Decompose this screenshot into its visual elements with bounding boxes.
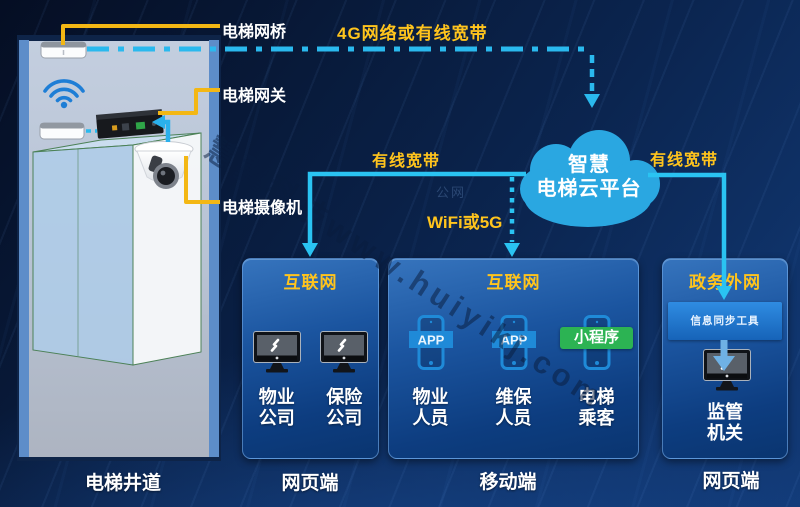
wired-right-label: 有线宽带 [650,152,719,169]
item-label: 物业公司 [258,387,295,428]
camera-label: 电梯摄像机 [222,200,303,217]
bridge-callout-line [61,24,220,45]
panel-title: 政务外网 [689,273,761,292]
web-caption-left: 网页端 [281,473,339,494]
item-label: 维保人员 [495,387,532,428]
item-insurance-company: 保险公司 [320,311,369,429]
item-label: 电梯乘客 [578,387,615,428]
item-maintenance-staff: APP 维保人员 [491,311,536,429]
panel-title: 互联网 [283,273,338,292]
panel-government-extranet: 政务外网 信息同步工具 监管机关 [662,258,788,459]
info-sync-tool: 信息同步工具 [668,302,782,340]
gateway-callout-line [158,88,220,115]
shaft-caption: 电梯井道 [84,473,161,494]
wifi-5g-label: WiFi或5G [427,213,503,232]
cloud-line1: 智慧 [568,154,610,176]
mobile-caption: 移动端 [479,472,537,493]
monitor-icon [252,311,301,373]
gateway-label: 电梯网关 [222,88,287,105]
item-label: 保险公司 [326,387,363,428]
4g-link-label: 4G网络或有线宽带 [337,24,488,43]
elevator-camera-device [134,141,194,189]
item-label: 物业人员 [412,387,449,428]
web-caption-right: 网页端 [702,471,760,492]
monitor-icon [703,349,751,396]
camera-callout-line [184,156,220,204]
item-label: 监管机关 [707,402,743,443]
item-property-company: 物业公司 [252,311,301,429]
elevator-car [32,132,202,366]
panel-items: 物业公司 保险公司 [243,311,378,429]
elevator-bridge-device-2 [39,122,85,140]
panel-title: 互联网 [486,273,541,292]
bridge-label: 电梯网桥 [222,24,287,41]
elevator-gateway-device [95,109,164,139]
watermark-public-net: 公网 [436,185,467,200]
app-phone-icon: APP [491,311,536,373]
mini-program-badge: 小程序 [560,327,633,349]
panel-internet-web: 互联网 物业公司 [242,258,379,459]
4g-link-line [87,46,600,108]
wifi-icon [43,79,85,109]
panel-internet-mobile: 互联网 APP 物业人员 [388,258,639,459]
item-property-staff: APP 物业人员 [408,311,453,429]
svg-text:APP: APP [417,333,444,348]
elevator-shaft [17,35,221,461]
elevator-bridge-device [40,41,87,59]
monitor-icon [320,311,369,373]
wired-left-label: 有线宽带 [372,153,441,170]
cloud-line2: 电梯云平台 [536,178,642,200]
camera-gateway-arrow [152,115,171,142]
cloud-platform-label: 智慧 电梯云平台 [515,153,663,201]
svg-text:APP: APP [500,333,527,348]
app-phone-icon: APP [408,311,453,373]
